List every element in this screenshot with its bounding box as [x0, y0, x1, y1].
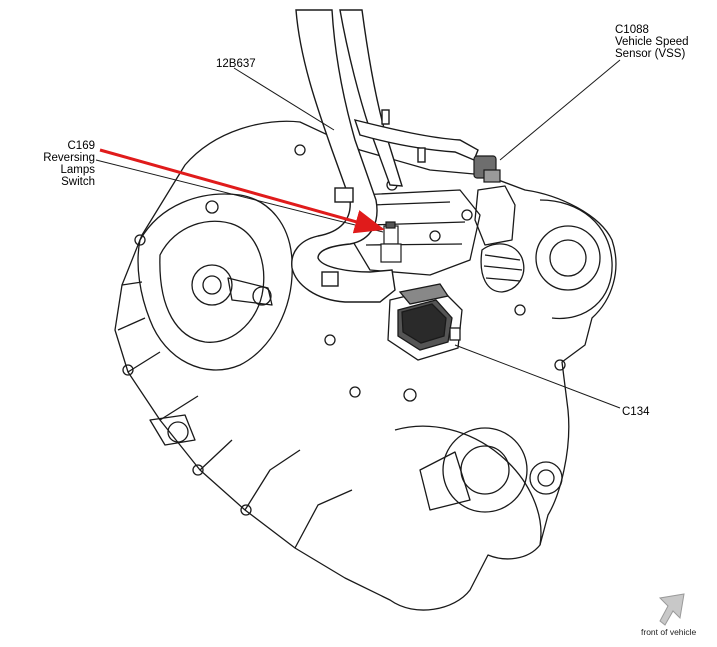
label-line: Switch [61, 176, 95, 188]
leader-12b637 [233, 67, 335, 131]
reversing-lamps-switch-c169 [380, 221, 402, 263]
leader-c1088 [499, 59, 621, 161]
label-c169-reversing-switch: C169 Reversing Lamps Switch [43, 140, 95, 188]
label-c134: C134 [622, 406, 650, 418]
label-line: Lamps [60, 164, 95, 176]
label-line: C169 [67, 140, 96, 152]
label-line: Reversing [43, 152, 95, 164]
leader-c169 [95, 159, 384, 233]
front-of-vehicle-label: front of vehicle [641, 627, 697, 637]
leader-lines [95, 59, 621, 409]
label-line: Sensor (VSS) [615, 48, 686, 60]
vss-connector-c1088 [473, 155, 501, 183]
label-line: C134 [622, 406, 650, 418]
leader-c134 [454, 344, 621, 409]
label-line: 12B637 [216, 58, 256, 70]
transmission-housing [114, 120, 617, 611]
label-line: C1088 [615, 24, 649, 36]
highlight-arrow [99, 148, 385, 234]
label-line: Vehicle Speed [615, 36, 689, 48]
direction-arrow-icon [658, 593, 685, 626]
label-12b637: 12B637 [216, 58, 256, 70]
connector-c134 [387, 283, 463, 361]
label-c1088-vss: C1088 Vehicle Speed Sensor (VSS) [615, 24, 689, 60]
